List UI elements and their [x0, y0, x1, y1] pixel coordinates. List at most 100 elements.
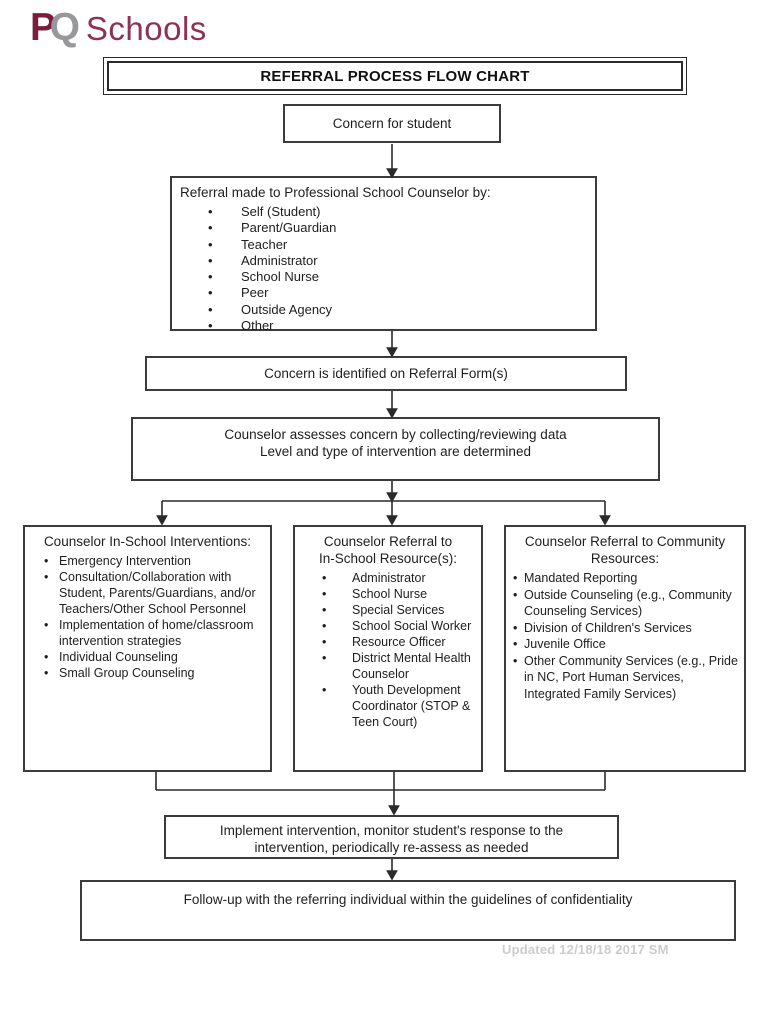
list-item: • Implementation of home/classroom interv… [30, 617, 265, 649]
list-item-text: Youth Development Coordinator (STOP & Te… [352, 683, 471, 729]
list-item: • Mandated Reporting [511, 570, 739, 587]
node-concern-text: Concern for student [332, 116, 452, 131]
branch-list: •Administrator•School Nurse•Special Serv… [300, 570, 476, 730]
node-referral: Referral made to Professional School Cou… [170, 176, 597, 334]
list-item-text: District Mental Health Counselor [352, 651, 471, 681]
bullet-icon: • [208, 285, 213, 301]
list-item: • School Nurse [180, 269, 587, 285]
arrow-referral-to-identified [386, 331, 398, 358]
list-item-text: Juvenile Office [524, 637, 606, 651]
list-item: •Resource Officer [300, 634, 476, 650]
bullet-icon: • [208, 204, 213, 219]
bullet-icon: • [208, 301, 213, 317]
list-item: •Juvenile Office [511, 636, 739, 653]
node-followup-text: Follow-up with the referring individual … [183, 892, 633, 907]
list-item: •Outside Counseling (e.g., Community Cou… [511, 587, 739, 620]
list-item: • District Mental Health Counselor [300, 650, 476, 682]
branch-list: •Mandated Reporting•Outside Counseling (… [511, 570, 739, 702]
list-item: •School Social Worker [300, 618, 476, 634]
text-line: Counselor assesses concern by collecting… [224, 427, 567, 442]
list-item: • Parent/Guardian [180, 220, 587, 236]
list-item-text: Self (Student) [241, 204, 321, 219]
bullet-icon: • [44, 650, 49, 664]
list-item: • Self (Student) [180, 204, 587, 220]
list-item: • Individual Counseling [30, 649, 265, 665]
list-item: • Youth Development Coordinator (STOP & T… [300, 682, 476, 730]
bullet-icon: • [322, 683, 327, 697]
list-item-text: School Social Worker [352, 619, 472, 633]
list-item: • Outside Agency [180, 302, 587, 318]
list-item: • Emergency Intervention [30, 553, 265, 569]
bullet-icon: • [208, 318, 213, 334]
list-item: • Small Group Counseling [30, 665, 265, 681]
bullet-icon: • [44, 618, 49, 632]
bullet-icon: • [322, 635, 327, 649]
list-item-text: Other Community Services (e.g., Pride in… [524, 653, 738, 701]
list-item: • Other Community Services (e.g., Pride i… [511, 653, 739, 703]
district-logo: P Q Schools [30, 6, 207, 52]
list-item-text: Mandated Reporting [524, 571, 638, 585]
list-item: • Peer [180, 285, 587, 301]
list-item-text: School Nurse [241, 269, 320, 285]
text-line: Resources: [590, 551, 660, 566]
node-implement: Implement intervention, monitor student'… [164, 815, 619, 859]
bullet-icon: • [208, 269, 213, 285]
list-item-text: Individual Counseling [59, 650, 178, 664]
text-line: Level and type of intervention are deter… [260, 444, 531, 459]
list-item-text: Outside Agency [241, 301, 333, 317]
updated-note: Updated 12/18/18 2017 SM [502, 942, 669, 957]
node-identified: Concern is identified on Referral Form(s… [145, 356, 627, 391]
text-line: Implement intervention, monitor student'… [219, 823, 564, 838]
branch-title: Counselor Referral to In-School Resource(… [300, 533, 476, 567]
bullet-icon: • [322, 587, 327, 601]
list-item: •Administrator [180, 253, 587, 269]
list-item: • Other [180, 318, 587, 334]
bullet-icon: • [44, 554, 49, 568]
list-item-text: Division of Children's Services [524, 620, 692, 635]
list-item-text: Peer [241, 285, 269, 301]
arrow-identified-to-assess [386, 391, 398, 419]
list-item-text: Outside Counseling (e.g., Community Coun… [524, 587, 732, 619]
bullet-icon: • [513, 653, 518, 668]
list-item: •Consultation/Collaboration with Student… [30, 569, 265, 617]
logo-q-letter: Q [49, 6, 80, 49]
node-in-school-interventions: Counselor In-School Interventions: • Emer… [23, 525, 272, 772]
bullet-icon: • [44, 666, 49, 680]
logo-p-letter: P [30, 6, 56, 49]
bullet-icon: • [208, 252, 213, 268]
node-assess: Counselor assesses concern by collecting… [131, 417, 660, 481]
text-line: Counselor In-School Interventions: [43, 534, 252, 549]
list-item: •Administrator [300, 570, 476, 586]
list-item-text: Parent/Guardian [241, 220, 337, 236]
bullet-icon: • [513, 571, 518, 585]
text-line: In-School Resource(s): [318, 551, 458, 566]
list-item-text: School Nurse [352, 587, 428, 601]
bullet-icon: • [322, 603, 327, 617]
text-line: intervention, periodically re-assess as … [254, 840, 529, 855]
bullet-icon: • [208, 220, 213, 236]
text-line: Counselor Referral to Community [524, 534, 726, 549]
list-item-text: Small Group Counseling [59, 666, 195, 680]
arrow-concern-to-referral [386, 144, 398, 179]
branch-split-connector [156, 481, 611, 526]
list-item: • School Nurse [300, 586, 476, 602]
list-item-text: Emergency Intervention [59, 554, 192, 568]
text-line: Counselor Referral to [323, 534, 453, 549]
arrow-implement-to-followup [386, 859, 398, 881]
bullet-icon: • [44, 570, 49, 584]
branch-merge-connector [155, 772, 606, 816]
list-item-text: Administrator [352, 571, 426, 585]
bullet-icon: • [322, 651, 327, 665]
node-referral-heading: Referral made to Professional School Cou… [180, 185, 491, 200]
bullet-icon: • [513, 620, 518, 635]
list-item-text: Teacher [241, 236, 288, 252]
chart-title: REFERRAL PROCESS FLOW CHART [107, 61, 683, 91]
list-item-text: Other [241, 318, 274, 334]
list-item-text: Implementation of home/classroom interve… [59, 618, 254, 648]
list-item: •Special Services [300, 602, 476, 618]
bullet-icon: • [208, 236, 213, 252]
